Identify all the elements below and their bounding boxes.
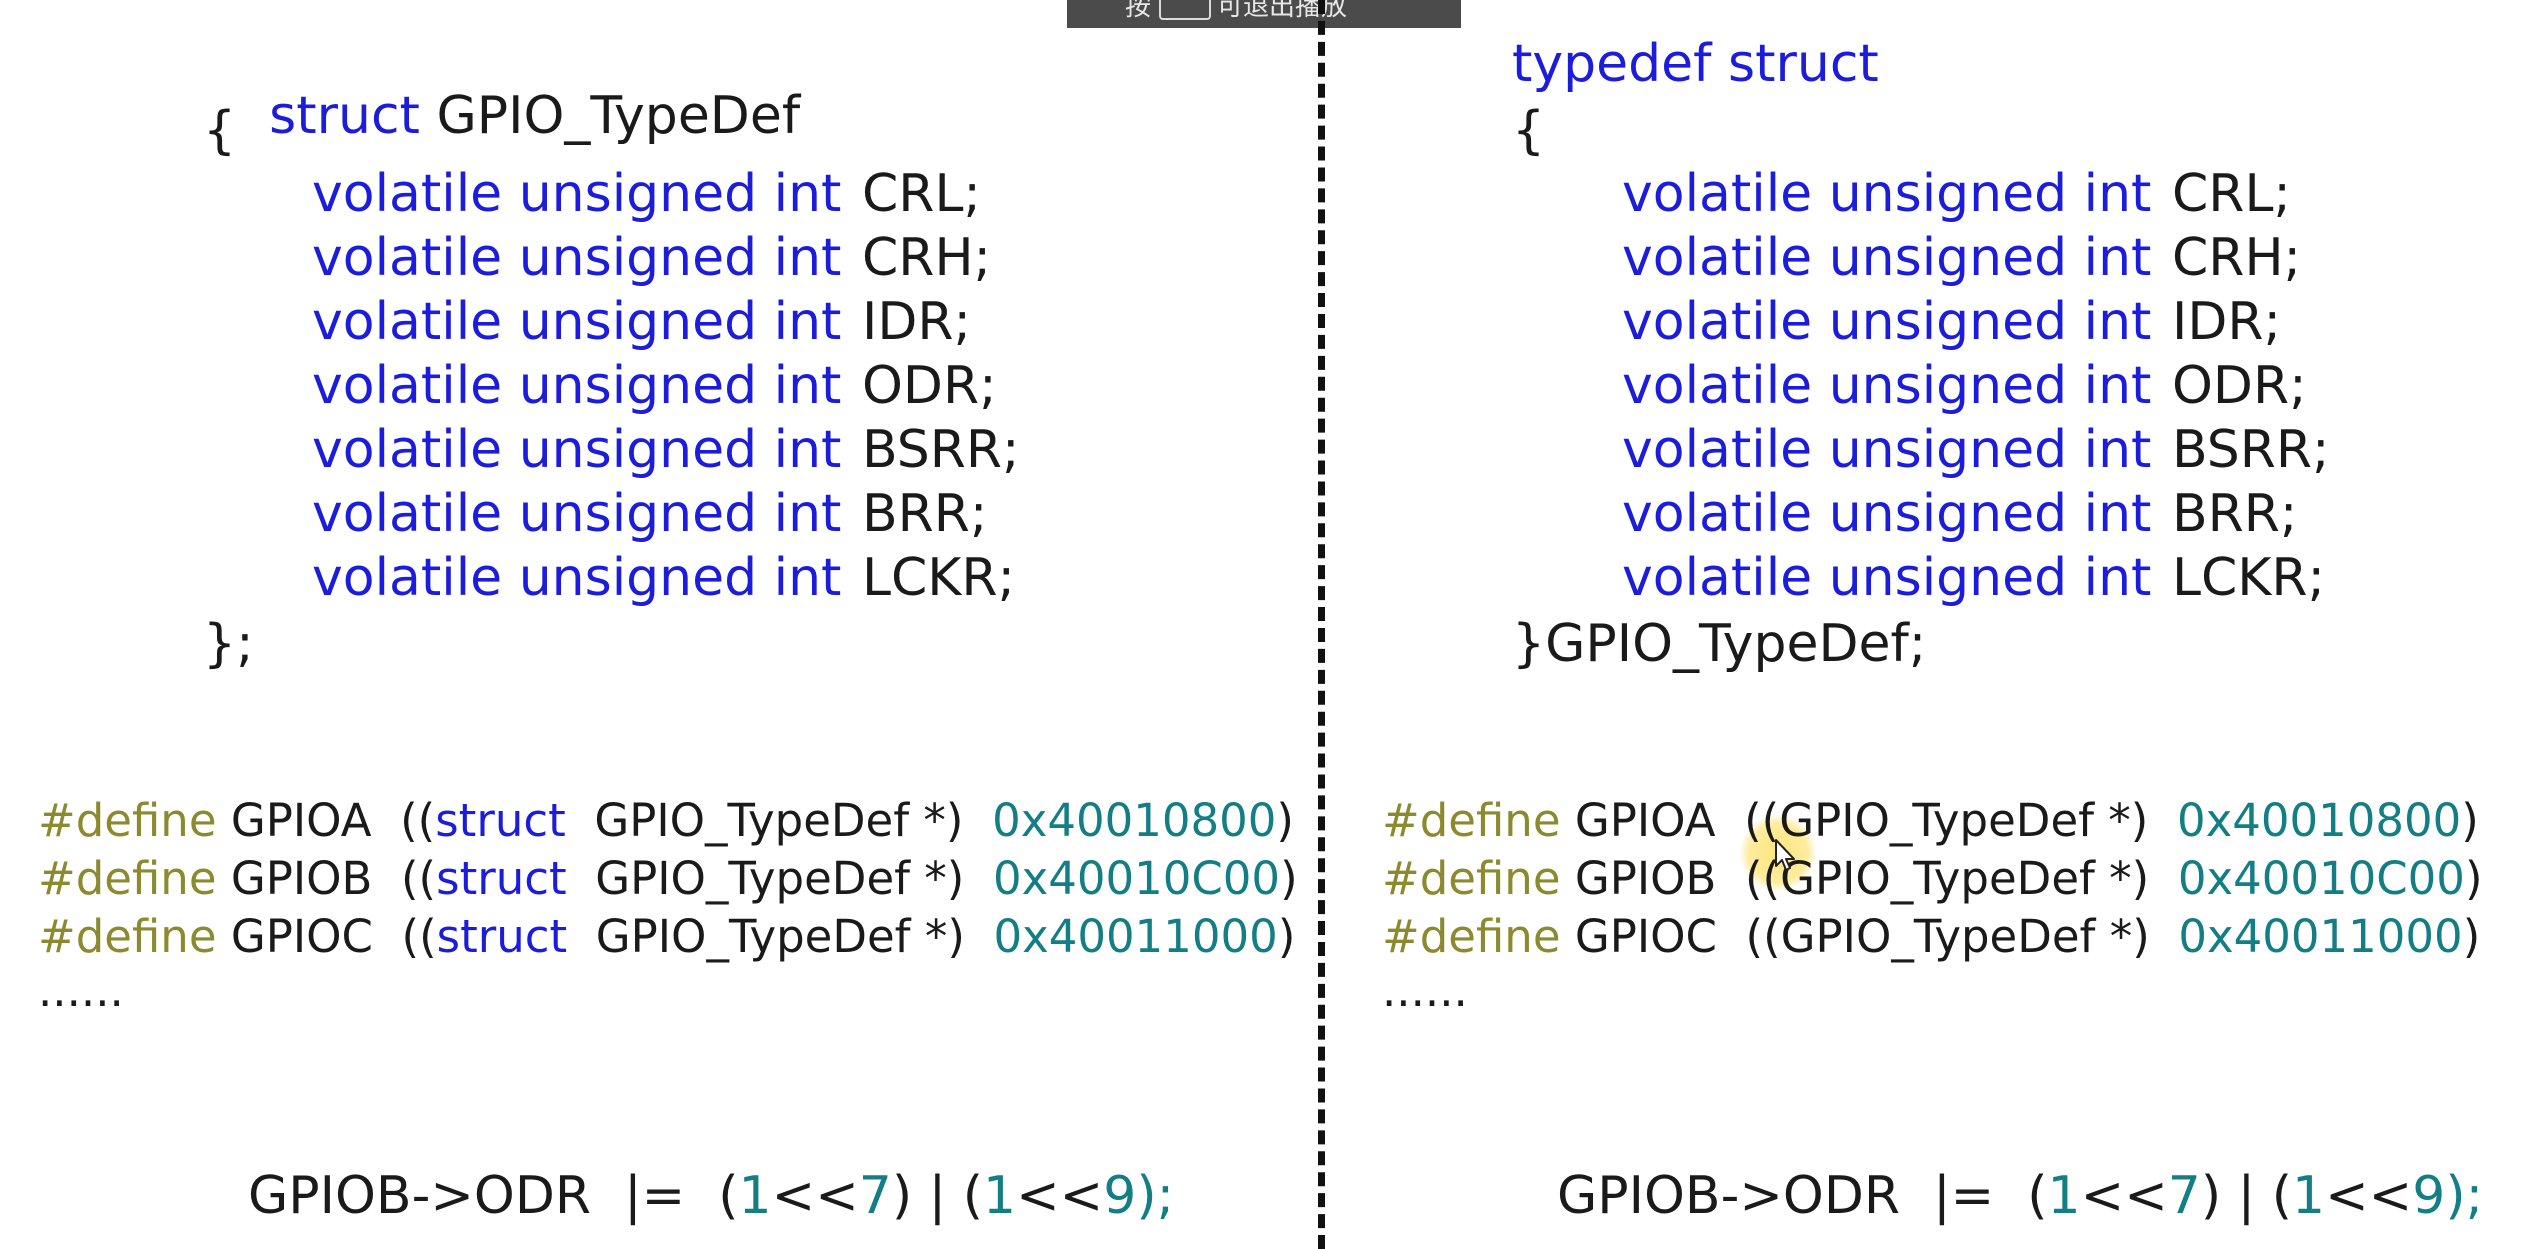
define-line: #define GPIOB ((GPIO_TypeDef *) 0x40010C… xyxy=(1382,852,2483,905)
define-line: #define GPIOB ((struct GPIO_TypeDef *) 0… xyxy=(38,852,1298,905)
odr-expression: GPIOB->ODR |= (1<<7) | (1<<9); xyxy=(1557,1166,2484,1226)
close-brace-typedef: }GPIO_TypeDef; xyxy=(1512,614,1927,674)
close-brace: }; xyxy=(203,614,254,674)
key-icon xyxy=(1159,0,1211,20)
define-line: #define GPIOA ((GPIO_TypeDef *) 0x400108… xyxy=(1382,794,2479,847)
typedef-header: typedef struct xyxy=(1512,34,1879,94)
define-line: #define GPIOC ((GPIO_TypeDef *) 0x400110… xyxy=(1382,910,2481,963)
panel-divider xyxy=(1318,0,1325,1249)
ellipsis: ...... xyxy=(1382,964,1468,1017)
mouse-pointer-icon xyxy=(1775,839,1795,871)
hint-prefix: 按 xyxy=(1125,0,1152,22)
define-line: #define GPIOC ((struct GPIO_TypeDef *) 0… xyxy=(38,910,1296,963)
ellipsis: ...... xyxy=(38,964,124,1017)
odr-expression: GPIOB->ODR |= (1<<7) | (1<<9); xyxy=(248,1166,1175,1226)
hint-suffix: 可退出播放 xyxy=(1217,0,1348,22)
open-brace: { xyxy=(1512,101,1546,161)
define-line: #define GPIOA ((struct GPIO_TypeDef *) 0… xyxy=(38,794,1294,847)
exit-playback-hint: 按 可退出播放 xyxy=(1067,0,1461,28)
struct-header: struct GPIO_TypeDef xyxy=(269,86,801,146)
open-brace: { xyxy=(203,101,237,161)
